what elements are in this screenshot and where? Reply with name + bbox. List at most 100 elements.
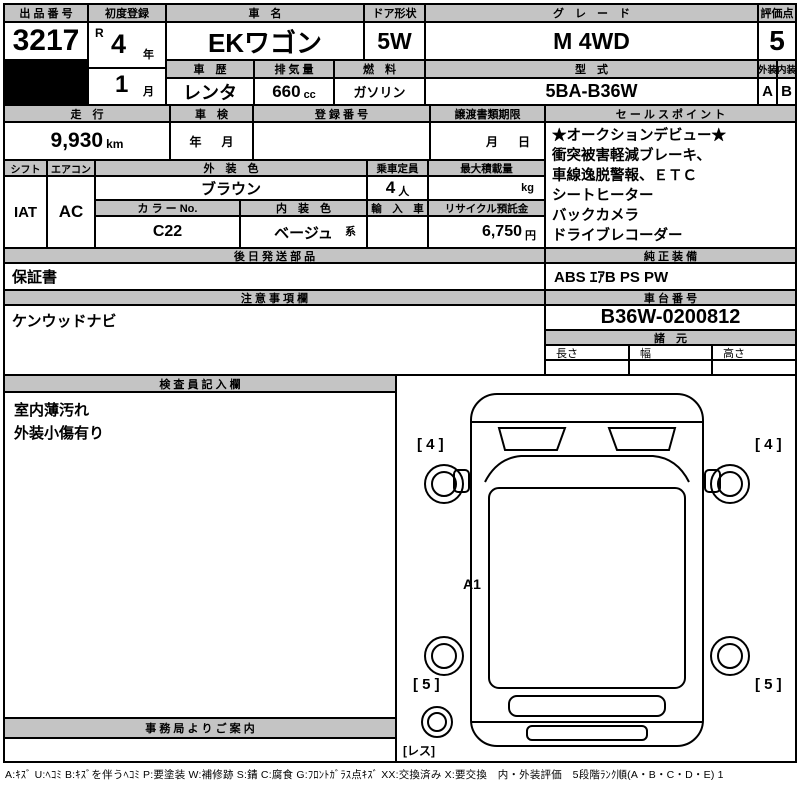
sales-point-item: シートヒーター: [552, 188, 654, 204]
black-filled-cell: [4, 60, 88, 105]
first-reg-year-cell: R 4 年: [88, 22, 166, 68]
hood-right-panel: [607, 427, 677, 451]
capacity-unit: 人: [398, 186, 410, 198]
wheel-rear-right: [710, 636, 750, 676]
spec-width-value: [629, 360, 712, 375]
transfer-deadline-value: 月 日: [430, 122, 545, 160]
sales-points-label: セ ー ル ス ポ イ ン ト: [545, 105, 796, 122]
score-value: 5: [758, 22, 796, 60]
color-no-value: C22: [95, 216, 240, 248]
later-parts-value: 保証書: [4, 263, 545, 290]
interior-grade: B: [777, 78, 796, 105]
fuel-label: 燃 料: [334, 60, 425, 78]
history-label: 車 歴: [166, 60, 254, 78]
color-no-label: カ ラ ー No.: [95, 200, 240, 216]
displacement-label: 排 気 量: [254, 60, 334, 78]
interior-label: 内装: [777, 60, 796, 78]
wheel-front-left: [424, 464, 464, 504]
recycle-deposit-value: 6,750 円: [428, 216, 545, 248]
transfer-deadline-label: 譲渡書類期限: [430, 105, 545, 122]
grade-label: グ レ ー ド: [425, 4, 758, 22]
wheel-front-right: [710, 464, 750, 504]
spec-label: 諸 元: [545, 330, 796, 345]
spec-width-label: 幅: [629, 345, 712, 360]
sales-point-item: ★オークションデビュー★: [552, 128, 726, 144]
auction-no-value: 3217: [4, 22, 88, 60]
mileage-label: 走 行: [4, 105, 170, 122]
era-mark: R: [95, 26, 104, 40]
car-name-label: 車 名: [166, 4, 364, 22]
inspector-remarks: 室内薄汚れ 外装小傷有り: [4, 392, 396, 718]
caution-notes-text: ケンウッドナビ: [12, 313, 117, 330]
inspector-remark-item: 室内薄汚れ: [14, 402, 90, 419]
corner-grade-rear-right: [ 5 ]: [755, 676, 782, 693]
aircon-value: AC: [47, 176, 95, 248]
spec-height-label: 高さ: [712, 345, 796, 360]
cabin-outline: [488, 487, 686, 689]
shift-value: IAT: [4, 176, 47, 248]
auction-no-label: 出 品 番 号: [4, 4, 88, 22]
car-top-view-diagram: [421, 393, 750, 747]
recycle-fee: 6,750: [481, 223, 522, 240]
registration-no-value: [253, 122, 430, 160]
interior-color-suffix: 系: [345, 226, 356, 238]
mileage-number: 9,930: [50, 129, 104, 152]
inspection-label: 車 検: [170, 105, 253, 122]
import-label: 輸 入 車: [367, 200, 428, 216]
first-reg-year: 4: [111, 29, 127, 59]
grade-value: M 4WD: [425, 22, 758, 60]
door-shape-label: ドア形状: [364, 4, 425, 22]
capacity-number: 4: [385, 178, 396, 197]
interior-color-label: 内 装 色: [240, 200, 367, 216]
door-shape-value: 5W: [364, 22, 425, 60]
spec-length-label: 長さ: [545, 345, 629, 360]
max-load-label: 最大積載量: [428, 160, 545, 176]
car-name-value: EKワゴン: [166, 22, 364, 60]
shift-label: シフト: [4, 160, 47, 176]
office-info-label: 事 務 局 よ り ご 案 内: [4, 718, 396, 738]
transfer-day-unit: 日: [517, 134, 530, 149]
spare-tire: [421, 706, 453, 738]
sales-point-item: ドライブレコーダー: [552, 228, 683, 244]
month-unit: 月: [143, 86, 154, 98]
sales-point-item: 衝突被害軽減ブレーキ、: [552, 148, 711, 164]
spec-height-value: [712, 360, 796, 375]
history-value: レンタ: [166, 78, 254, 105]
windshield-line: [484, 455, 690, 483]
spare-tire-mark: [レス]: [403, 744, 435, 758]
exterior-color-label: 外 装 色: [95, 160, 367, 176]
inspection-year-unit: 年: [189, 134, 202, 149]
fuel-value: ガソリン: [334, 78, 425, 105]
aircon-label: エアコン: [47, 160, 95, 176]
import-value: [367, 216, 428, 248]
interior-color-value: ベージュ 系: [240, 216, 367, 248]
rear-plate: [526, 725, 648, 741]
sales-point-item: 車線逸脱警報、ＥＴＣ: [552, 168, 697, 184]
capacity-value: 4 人: [367, 176, 428, 200]
displacement-value: 660 cc: [254, 78, 334, 105]
corner-grade-front-right: [ 4 ]: [755, 436, 782, 453]
max-load-unit: kg: [521, 182, 534, 194]
model-code-value: 5BA-B36W: [425, 78, 758, 105]
corner-grade-rear-left: [ 5 ]: [413, 676, 440, 693]
exterior-color-value: ブラウン: [95, 176, 367, 200]
panel-damage-mark: A1: [463, 576, 481, 592]
inspector-entry-label: 検 査 員 記 入 欄: [4, 375, 396, 392]
exterior-label: 外装: [758, 60, 777, 78]
mileage-unit: km: [106, 137, 124, 151]
mileage-value: 9,930 km: [4, 122, 170, 160]
interior-color-name: ベージュ: [274, 224, 333, 242]
inspection-value: 年 月: [170, 122, 253, 160]
caution-notes-value: ケンウッドナビ: [4, 305, 545, 375]
caution-notes-label: 注 意 事 項 欄: [4, 290, 545, 305]
genuine-equipment-label: 純 正 装 備: [545, 248, 796, 263]
office-info-value: [4, 738, 396, 762]
displacement-unit: cc: [303, 88, 316, 101]
genuine-equipment-value: ABS ｴｱB PS PW: [545, 263, 796, 290]
later-parts-label: 後 日 発 送 部 品: [4, 248, 545, 263]
car-body-outline: [470, 393, 704, 747]
hood-left-panel: [497, 427, 567, 451]
spec-length-value: [545, 360, 629, 375]
year-unit: 年: [143, 49, 154, 61]
